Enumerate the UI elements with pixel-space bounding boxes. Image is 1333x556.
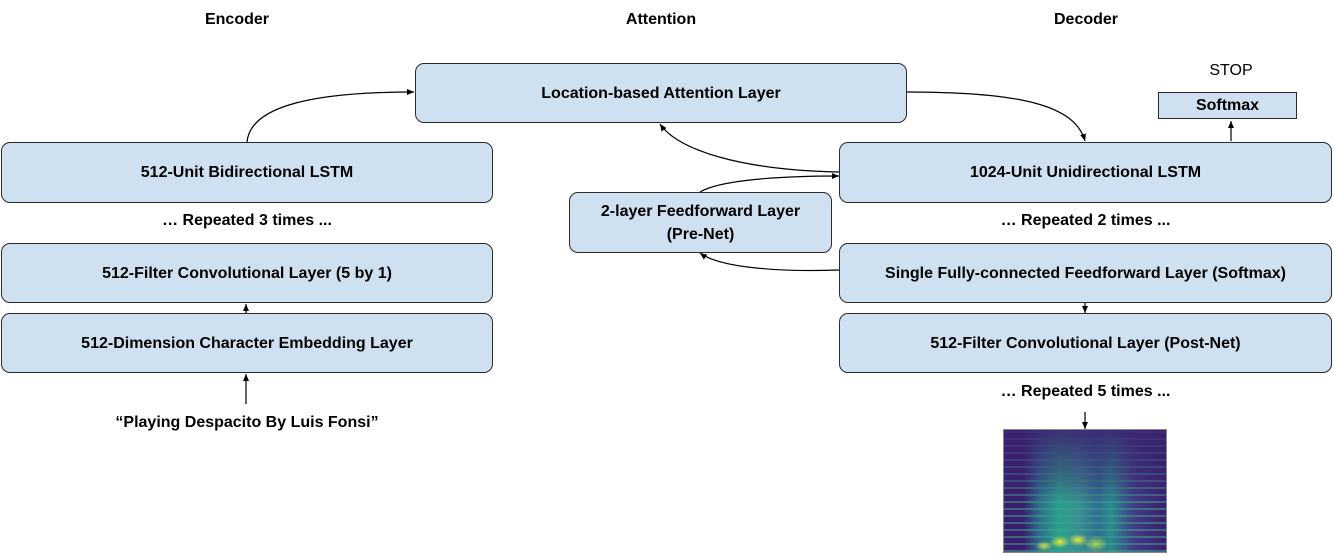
postnet-repeat-label: … Repeated 5 times ...	[1000, 383, 1171, 400]
attention-layer-label: Location-based Attention Layer	[541, 84, 781, 102]
encoder-lstm-box: 512-Unit Bidirectional LSTM	[1, 142, 493, 203]
decoder-to-attention-arrow	[659, 123, 840, 173]
softmax-label: Softmax	[1195, 96, 1260, 114]
prenet-box: 2-layer Feedforward Layer (Pre-Net)	[569, 192, 832, 253]
fc-to-prenet-arrow	[699, 252, 840, 272]
postnet-box: 512-Filter Convolutional Layer (Post-Net…	[839, 313, 1332, 373]
encoder-column-title: Encoder	[204, 11, 269, 28]
softmax-box: Softmax	[1158, 92, 1297, 119]
encoder-conv-label: 512-Filter Convolutional Layer (5 by 1)	[102, 264, 392, 282]
input-text-label: “Playing Despacito By Luis Fonsi”	[115, 414, 379, 431]
fc-layer-label: Single Fully-connected Feedforward Layer…	[885, 264, 1286, 282]
attention-to-decoder-arrow	[905, 91, 1087, 142]
attention-column-title: Attention	[625, 11, 697, 28]
postnet-label: 512-Filter Convolutional Layer (Post-Net…	[930, 334, 1241, 352]
prenet-label-line1: 2-layer Feedforward Layer	[600, 202, 801, 220]
fc-layer-box: Single Fully-connected Feedforward Layer…	[839, 243, 1332, 303]
embedding-layer-label: 512-Dimension Character Embedding Layer	[81, 334, 413, 352]
mel-spectrogram-image	[1003, 429, 1167, 553]
encoder-repeat-label: … Repeated 3 times ...	[162, 212, 332, 229]
attention-layer-box: Location-based Attention Layer	[415, 63, 907, 123]
encoder-to-attention-arrow	[246, 89, 415, 143]
decoder-lstm-box: 1024-Unit Unidirectional LSTM	[839, 142, 1332, 203]
decoder-lstm-label: 1024-Unit Unidirectional LSTM	[969, 164, 1202, 181]
decoder-column-title: Decoder	[1053, 11, 1119, 28]
prenet-label-line2: (Pre-Net)	[666, 225, 735, 243]
stop-label: STOP	[1209, 62, 1253, 79]
encoder-conv-box: 512-Filter Convolutional Layer (5 by 1)	[1, 243, 493, 303]
encoder-lstm-label: 512-Unit Bidirectional LSTM	[140, 164, 354, 181]
decoder-repeat-label: … Repeated 2 times ...	[1000, 212, 1171, 229]
prenet-to-decoder-arrow	[699, 173, 840, 193]
embedding-layer-box: 512-Dimension Character Embedding Layer	[1, 313, 493, 373]
